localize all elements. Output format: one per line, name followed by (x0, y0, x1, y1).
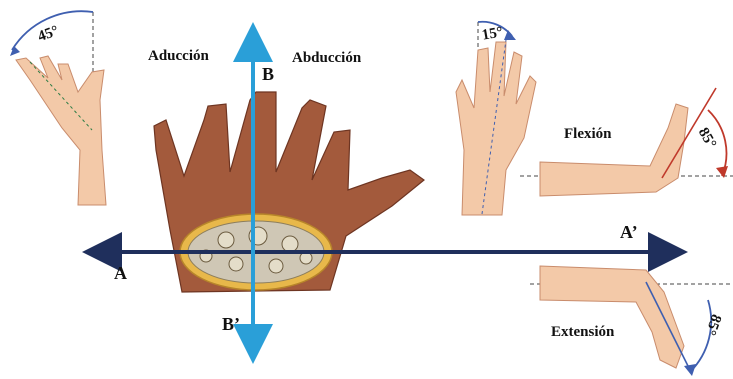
label-abduccion: Abducción (292, 50, 361, 67)
palm-with-wrist-section (154, 92, 424, 292)
adduction-hand-illustration (10, 11, 106, 205)
label-axis-a-prime: A’ (620, 222, 638, 243)
angle-abduction: 15° (481, 24, 505, 44)
abduction-hand-illustration (456, 22, 536, 215)
label-axis-b: B (262, 64, 274, 85)
label-extension: Extensión (551, 324, 614, 341)
label-aduccion: Aducción (148, 48, 209, 65)
label-axis-a: A (114, 263, 127, 284)
extension-illustration (530, 266, 733, 376)
label-flexion: Flexión (564, 126, 612, 143)
label-axis-b-prime: B’ (222, 314, 240, 335)
